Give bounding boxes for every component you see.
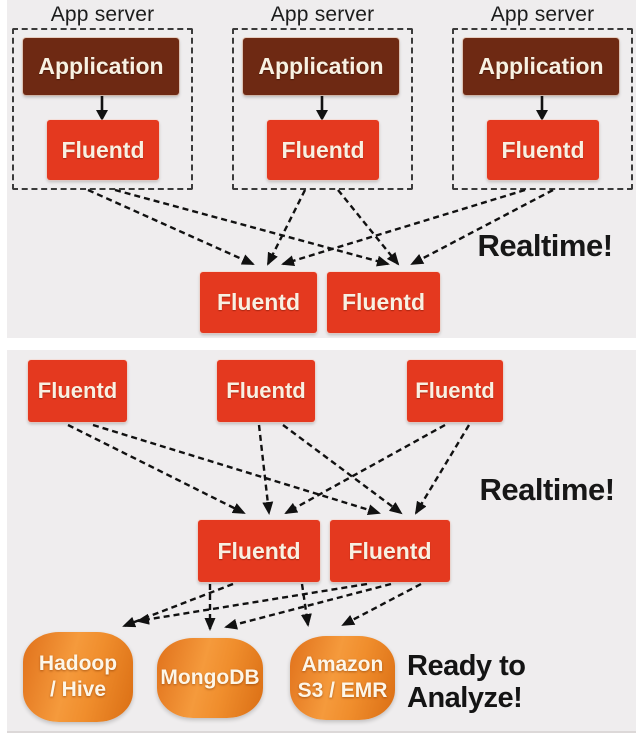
aggregator-fluentd-box: Fluentd: [327, 272, 440, 333]
down-arrow-icon: [316, 96, 328, 121]
datastore-label-line: / Hive: [49, 678, 107, 701]
datastore-cylinder-hadoop-hive: Hadoop / Hive: [23, 632, 133, 722]
datastore-cylinder-amazon-s3-emr: Amazon S3 / EMR: [290, 636, 395, 720]
realtime-label: Realtime!: [477, 228, 613, 263]
app-server-dashed-border: Application Fluentd: [232, 28, 413, 190]
fluentd-box: Fluentd: [47, 120, 159, 180]
ready-label-line: Ready to: [407, 650, 526, 682]
datastore-label-line: Hadoop: [38, 651, 118, 675]
app-server-group-1: App server Application Fluentd: [12, 2, 193, 190]
down-arrow-icon: [536, 96, 548, 121]
fluentd-box: Fluentd: [487, 120, 599, 180]
forwarder-fluentd-box: Fluentd: [407, 360, 503, 422]
forwarder-fluentd-box: Fluentd: [217, 360, 315, 422]
application-box: Application: [243, 38, 399, 95]
ready-to-analyze-label: Ready to Analyze!: [407, 650, 537, 715]
app-server-label: App server: [270, 3, 375, 26]
app-server-group-3: App server Application Fluentd: [452, 2, 633, 190]
down-arrow-icon: [96, 96, 108, 121]
ready-label-line: Analyze!: [407, 682, 523, 715]
aggregator-fluentd-box: Fluentd: [198, 520, 320, 582]
aggregator-fluentd-box: Fluentd: [330, 520, 450, 582]
datastore-label-line: MongoDB: [160, 665, 260, 689]
app-server-label: App server: [490, 3, 595, 26]
aggregator-fluentd-box: Fluentd: [200, 272, 317, 333]
app-server-group-2: App server Application Fluentd: [232, 2, 413, 190]
realtime-label: Realtime!: [479, 472, 615, 507]
panel-log-aggregation: Fluentd Fluentd Fluentd Fluentd Fluen: [7, 350, 636, 733]
datastore-label-line: S3 / EMR: [297, 679, 388, 702]
application-box: Application: [23, 38, 179, 95]
app-server-label: App server: [50, 3, 155, 26]
forwarder-fluentd-box: Fluentd: [28, 360, 127, 422]
app-server-dashed-border: Application Fluentd: [12, 28, 193, 190]
fluentd-box: Fluentd: [267, 120, 379, 180]
datastore-cylinder-mongodb: MongoDB: [157, 638, 263, 718]
app-server-dashed-border: Application Fluentd: [452, 28, 633, 190]
panel-app-servers: App server Application Fluentd App serve…: [7, 0, 636, 338]
application-box: Application: [463, 38, 619, 95]
datastore-label-line: Amazon: [301, 652, 384, 676]
